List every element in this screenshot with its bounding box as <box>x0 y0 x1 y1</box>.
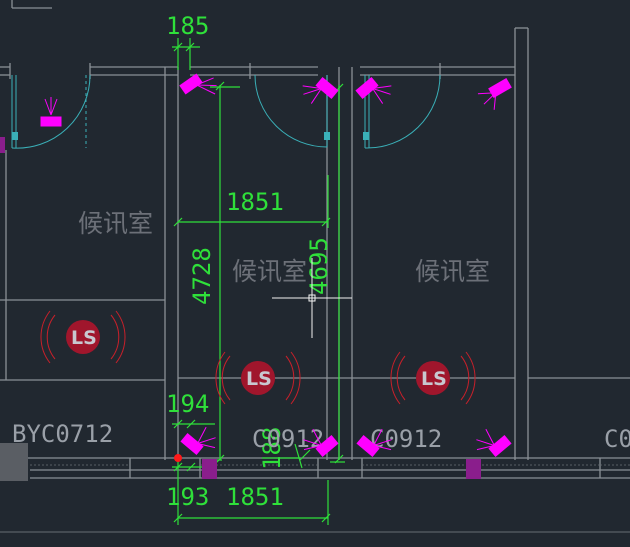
dim-4728: 4728 <box>188 247 216 305</box>
dimension-texts: 185 1851 4728 4695 194 188 193 1851 <box>166 12 333 511</box>
room-label: 候讯室 <box>232 257 307 286</box>
structural-column <box>0 443 28 481</box>
door-handles <box>12 132 369 140</box>
loudspeaker-icon: LS <box>215 351 301 405</box>
loudspeaker-icon: LS <box>390 351 476 405</box>
door-tag: BYC0712 <box>12 420 113 448</box>
dim-1851-bottom: 1851 <box>226 483 284 511</box>
room-label: 候讯室 <box>415 257 490 286</box>
dimension-lines <box>172 38 345 525</box>
dim-188: 188 <box>258 427 286 470</box>
marker-block <box>0 137 5 153</box>
camera-icon <box>302 77 339 104</box>
marker-block <box>466 459 481 479</box>
crosshair-cursor <box>272 258 352 338</box>
device-markers <box>0 137 481 479</box>
speaker-label: LS <box>246 368 272 390</box>
speaker-label: LS <box>71 327 97 349</box>
camera-icon <box>477 77 512 110</box>
camera-icon <box>40 97 62 127</box>
camera-icon <box>303 428 339 457</box>
dim-185: 185 <box>166 12 209 40</box>
dim-194: 194 <box>166 390 209 418</box>
speakers: LS LS LS <box>40 310 476 405</box>
camera-icon <box>179 73 217 95</box>
loudspeaker-icon: LS <box>40 310 126 364</box>
room-label: 候讯室 <box>78 209 153 238</box>
dim-4695: 4695 <box>305 237 333 295</box>
door-tag: C0 <box>604 425 630 453</box>
camera-icon <box>356 428 392 457</box>
dim-1851-mid: 1851 <box>226 188 284 216</box>
camera-icon <box>355 77 392 104</box>
cameras <box>40 73 512 457</box>
doors <box>11 74 441 149</box>
room-labels: 候讯室 候讯室 候讯室 <box>78 209 490 286</box>
dim-193: 193 <box>166 483 209 511</box>
door-tag: C0912 <box>252 425 324 453</box>
door-tag: C0912 <box>370 425 442 453</box>
selection-point <box>174 454 182 462</box>
camera-icon <box>180 426 216 455</box>
speaker-label: LS <box>421 368 447 390</box>
marker-block <box>202 459 217 479</box>
camera-icon <box>476 428 512 457</box>
